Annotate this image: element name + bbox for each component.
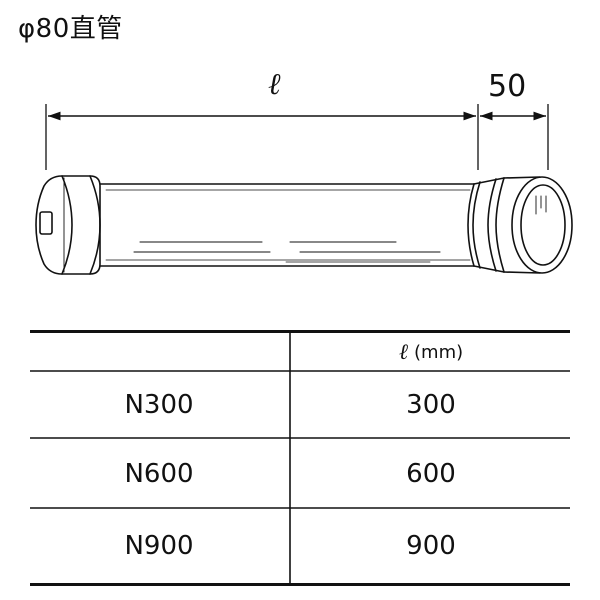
row-length-cell: 300 <box>406 390 456 420</box>
row-model-cell: N600 <box>124 458 194 489</box>
opening-connect-bottom <box>503 271 541 274</box>
header-length-symbol: ℓ <box>398 340 409 365</box>
pipe-opening-inner <box>520 184 566 266</box>
table-grid <box>30 330 570 586</box>
extension-lines <box>45 104 549 170</box>
left-collar-hole <box>39 211 53 235</box>
pipe-drawing <box>35 104 573 275</box>
pipe-reflections <box>133 241 441 263</box>
left-collar <box>35 175 101 275</box>
row-model-cell: N900 <box>124 531 194 561</box>
pipe-opening-outer <box>511 176 573 274</box>
row-model-cell: N300 <box>124 390 194 420</box>
socket-ring-2 <box>487 178 497 272</box>
socket-ring <box>472 181 481 269</box>
left-collar-lip <box>89 175 101 275</box>
left-collar-inner-curve <box>61 175 73 275</box>
length-dimension-label: ℓ <box>268 67 281 102</box>
straight-pipe <box>35 175 573 275</box>
socket-dimension-label: 50 <box>488 69 527 104</box>
spec-table: ℓ (mm) N300 300 N600 600 N900 900 <box>30 330 570 586</box>
diagram-title: φ80直管 <box>18 14 123 44</box>
socket-ring-3 <box>495 177 505 273</box>
opening-connect-top <box>503 176 541 179</box>
socket-transition <box>467 183 475 267</box>
opening-interior-lines <box>535 195 547 215</box>
row-length-cell: 600 <box>406 458 456 489</box>
header-length-unit: (mm) <box>414 341 464 363</box>
header-cell-model <box>30 333 288 371</box>
header-cell-length: ℓ (mm) <box>292 333 570 371</box>
row-length-cell: 900 <box>406 531 456 561</box>
